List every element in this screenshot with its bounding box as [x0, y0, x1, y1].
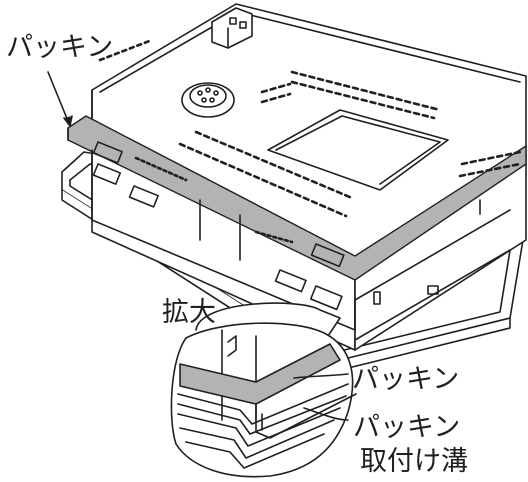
detail-leader-lines — [293, 373, 349, 421]
top-connector-block — [211, 7, 253, 49]
gasket-detail-label: パッキン — [352, 364, 460, 395]
vent-rows — [98, 38, 522, 244]
detail-magnifier — [170, 322, 357, 478]
gasket-band — [67, 115, 527, 281]
side-ports — [92, 141, 481, 311]
display-recess — [267, 109, 449, 191]
gasket-groove-label-line1: パッキン — [353, 412, 461, 443]
gasket-label: パッキン — [6, 32, 114, 63]
round-connector — [181, 82, 235, 118]
enlarge-label: 拡大 — [162, 297, 216, 328]
gasket-leader-line — [47, 71, 73, 127]
gasket-groove-label-line2: 取付け溝 — [360, 446, 468, 477]
lower-body — [91, 149, 511, 341]
